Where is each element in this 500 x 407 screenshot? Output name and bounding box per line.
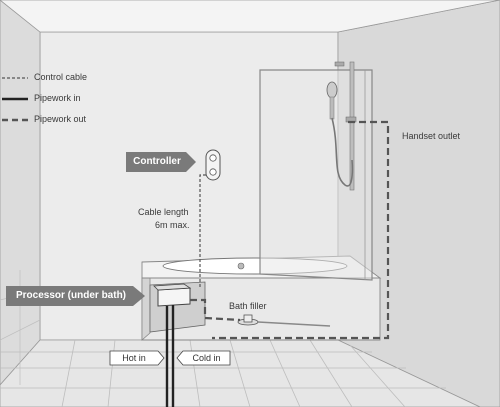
cable-length-label-2: 6m max.: [155, 220, 190, 230]
controller-tag-shape: [126, 152, 196, 172]
hot-in-label: Hot in: [122, 353, 146, 363]
legend-pipework-in-label: Pipework in: [34, 93, 81, 103]
ceiling: [0, 0, 500, 33]
control-cable-route: [199, 174, 206, 287]
processor-label: Processor (under bath): [15, 290, 127, 301]
shower-head: [326, 81, 338, 99]
legend-control-cable-label: Control cable: [34, 72, 88, 82]
shower-hose: [331, 117, 354, 187]
cold-in-label: Cold in: [192, 353, 221, 363]
bath-end-panel: [141, 271, 151, 341]
processor-unit: [157, 287, 191, 307]
legend: [2, 77, 28, 122]
handset-outlet-label: Handset outlet: [402, 131, 461, 141]
bath-overflow: [237, 262, 245, 270]
processor-tag-shape: [6, 286, 145, 306]
pipework-out-filler: [190, 298, 241, 322]
cable-length-label-1: Cable length: [138, 207, 189, 217]
pipework-out-handset: [212, 120, 390, 340]
hot-in-box: [109, 350, 165, 366]
controller-label: Controller: [133, 156, 181, 167]
legend-pipework-out-label: Pipework out: [34, 114, 87, 124]
bath-filler-label: Bath filler: [229, 301, 267, 311]
cold-in-box: [176, 350, 231, 366]
shower-riser: [349, 61, 355, 191]
shower-screen: [259, 69, 373, 281]
